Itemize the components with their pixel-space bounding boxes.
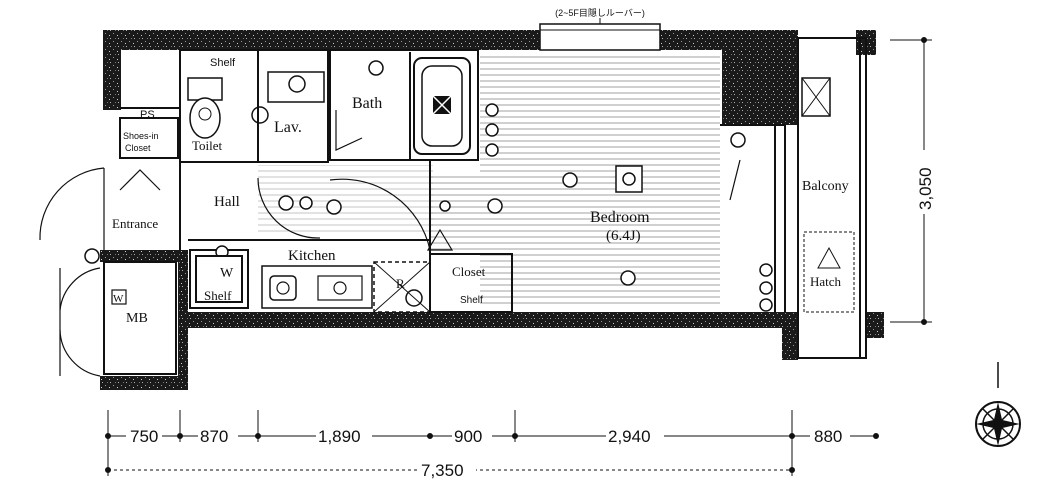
dim-750: 750 [130, 427, 158, 446]
label-shoes-closet-1: Shoes-in [123, 131, 159, 141]
bedroom-floor [480, 52, 720, 307]
label-entrance: Entrance [112, 216, 158, 231]
label-shoes-closet-2: Closet [125, 143, 151, 153]
balcony [801, 77, 855, 313]
dim-height: 3,050 [916, 167, 935, 210]
dim-870: 870 [200, 427, 228, 446]
dim-2940: 2,940 [608, 427, 651, 446]
dim-880: 880 [814, 427, 842, 446]
exterior-walls [100, 30, 884, 390]
label-hall: Hall [214, 194, 240, 210]
entrance-marker [84, 248, 100, 264]
top-louver [539, 23, 661, 51]
kitchen-counter [261, 261, 431, 313]
label-lav: Lav. [274, 119, 302, 136]
dim-1890: 1,890 [318, 427, 361, 446]
label-mb: MB [126, 311, 148, 326]
bathtub [413, 57, 471, 155]
label-shelf-top: Shelf [210, 57, 236, 69]
label-bedroom-size: (6.4J) [606, 228, 641, 244]
label-hatch: Hatch [810, 274, 842, 289]
label-w: W [220, 266, 234, 281]
label-bath: Bath [352, 95, 382, 112]
dimension-labels: 750 870 1,890 900 2,940 880 7,350 [126, 427, 850, 480]
label-bedroom: Bedroom [590, 209, 650, 226]
label-r: R [396, 276, 405, 291]
label-shelf-kitchen: Shelf [204, 288, 232, 303]
label-toilet: Toilet [192, 138, 223, 153]
height-label-bg [914, 150, 934, 214]
washer-box [195, 255, 243, 303]
label-closet: Closet [452, 264, 486, 279]
label-ps: PS [140, 109, 155, 121]
toilet-fixture [187, 77, 223, 139]
lavatory-sink [251, 71, 325, 124]
label-balcony: Balcony [802, 179, 849, 194]
doors [39, 110, 741, 377]
label-kitchen: Kitchen [288, 248, 336, 264]
label-mb-w: W [113, 293, 124, 305]
top-louver-note: (2~5F目隠しルーバー) [555, 7, 645, 18]
bedroom-floor-lower [430, 172, 480, 252]
dim-900: 900 [454, 427, 482, 446]
mb-w-box [111, 289, 127, 305]
label-shelf-closet: Shelf [460, 295, 483, 306]
compass-rose-icon [975, 362, 1021, 447]
dim-total: 7,350 [421, 461, 464, 480]
